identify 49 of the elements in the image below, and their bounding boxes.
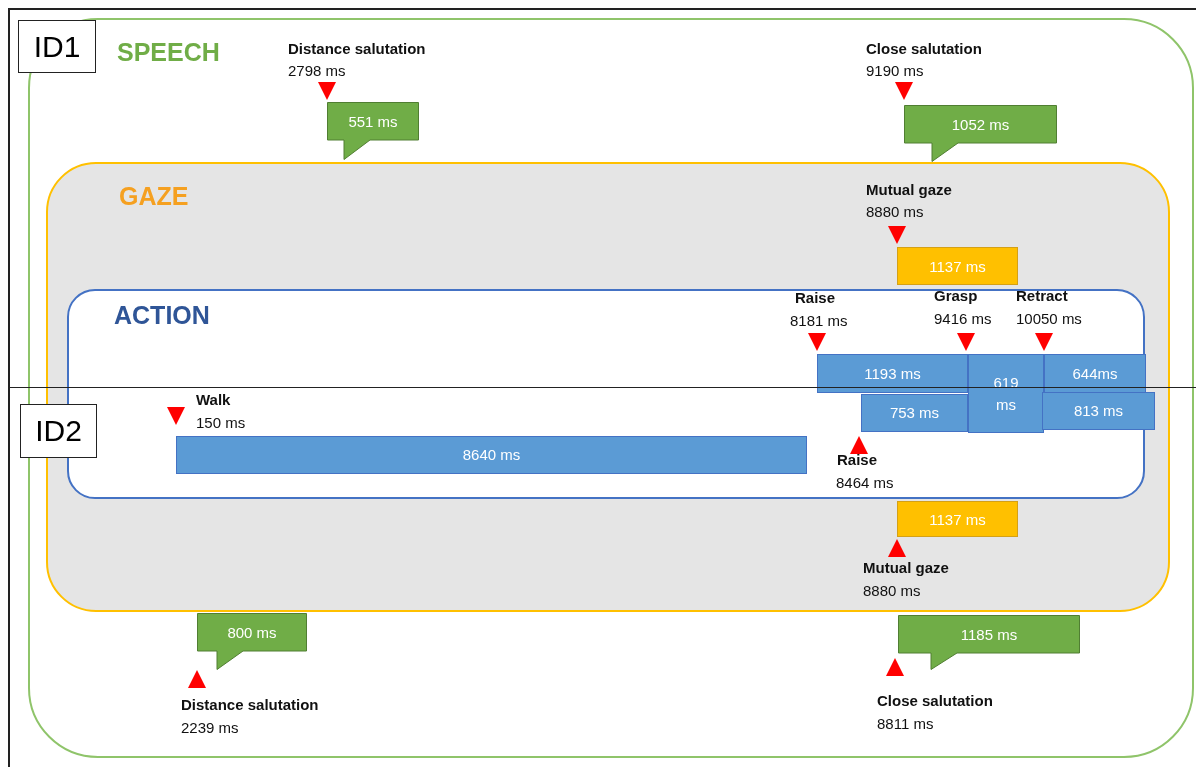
event-label: Raise — [837, 451, 878, 468]
region-title: ACTION — [114, 301, 210, 330]
speech-bubble: 1185 ms — [898, 615, 1080, 670]
time-label: 150 ms — [196, 414, 246, 431]
duration-bar: 1193 ms — [817, 354, 968, 393]
speech-bubble: 1052 ms — [904, 105, 1057, 162]
time-label: 9416 ms — [934, 310, 992, 327]
event-label: Close salutation — [866, 40, 982, 57]
region-title: GAZE — [119, 182, 189, 211]
time-label: 10050 ms — [1016, 310, 1082, 327]
triangle-marker-icon — [888, 226, 906, 244]
triangle-marker-icon — [957, 333, 975, 351]
triangle-marker-icon — [888, 539, 906, 557]
duration-bar: 813 ms — [1042, 392, 1155, 430]
time-label: 9190 ms — [866, 62, 924, 79]
duration-bar: 1137 ms — [897, 501, 1018, 537]
time-label: 8880 ms — [866, 203, 924, 220]
event-label: Distance salutation — [181, 696, 319, 713]
time-label: 2798 ms — [288, 62, 346, 79]
triangle-marker-icon — [188, 670, 206, 688]
time-label: 2239 ms — [181, 719, 239, 736]
event-label: Distance salutation — [288, 40, 426, 57]
triangle-marker-icon — [895, 82, 913, 100]
triangle-marker-icon — [1035, 333, 1053, 351]
time-label: 8181 ms — [790, 312, 848, 329]
id-box: ID2 — [20, 404, 97, 458]
event-label: Walk — [196, 391, 231, 408]
time-label: 8464 ms — [836, 474, 894, 491]
triangle-marker-icon — [886, 658, 904, 676]
event-label: Retract — [1016, 287, 1068, 304]
event-label: Close salutation — [877, 692, 993, 709]
triangle-marker-icon — [808, 333, 826, 351]
duration-bar: 753 ms — [861, 394, 968, 432]
event-label: Mutual gaze — [863, 559, 949, 576]
event-label: Grasp — [934, 287, 978, 304]
duration-bar: 1137 ms — [897, 247, 1018, 285]
event-label: Raise — [795, 289, 836, 306]
event-label: Mutual gaze — [866, 181, 952, 198]
duration-bar: 8640 ms — [176, 436, 807, 474]
triangle-marker-icon — [850, 436, 868, 454]
id-box: ID1 — [18, 20, 96, 73]
triangle-marker-icon — [318, 82, 336, 100]
duration-bar: 644ms — [1044, 354, 1146, 393]
triangle-marker-icon — [167, 407, 185, 425]
speech-bubble: 551 ms — [327, 102, 419, 160]
speech-bubble: 800 ms — [197, 613, 307, 670]
region-title: SPEECH — [117, 38, 220, 67]
time-label: 8811 ms — [877, 715, 934, 732]
time-label: 8880 ms — [863, 582, 921, 599]
